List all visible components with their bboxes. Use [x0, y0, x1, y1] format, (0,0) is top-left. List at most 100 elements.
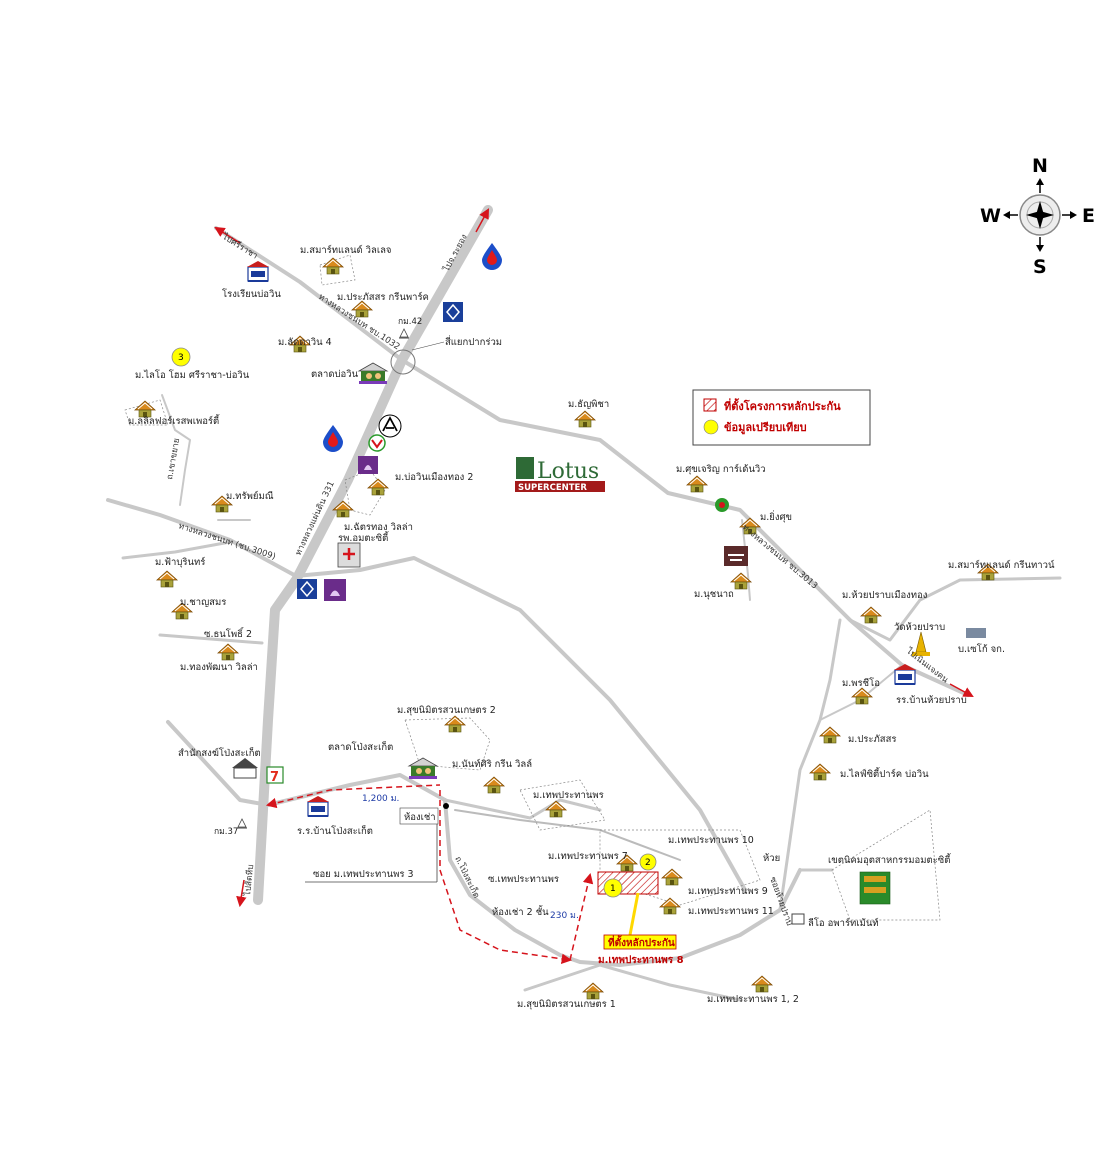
comparable-3: 3: [171, 347, 191, 367]
svg-text:ห้องเช่า 2 ชั้น: ห้องเช่า 2 ชั้น: [492, 905, 549, 918]
comparable-2: 2: [639, 853, 657, 871]
school-icon: [306, 795, 330, 817]
svg-text:ม.เทพประทานพร 1, 2: ม.เทพประทานพร 1, 2: [707, 994, 799, 1005]
road-end-arrows: [214, 208, 974, 908]
svg-text:ม.สมาร์ทแลนด์ กรีนทาวน์: ม.สมาร์ทแลนด์ กรีนทาวน์: [948, 559, 1055, 571]
house-icon: [134, 400, 156, 418]
svg-text:ม.เทพประทานพร: ม.เทพประทานพร: [533, 790, 604, 801]
svg-text:ม.พรชีโอ: ม.พรชีโอ: [842, 677, 880, 689]
road-label-sriracha: ไปศรีราชา: [220, 231, 260, 262]
svg-text:ม.เทพประทานพร 9: ม.เทพประทานพร 9: [688, 886, 768, 897]
site-callout-line1: ที่ตั้งหลักประกัน: [608, 935, 675, 949]
house-icon: [686, 475, 708, 493]
lotus-supercenter-logo: Lotus SUPERCENTER: [515, 455, 605, 493]
compass-rose: [1003, 178, 1077, 252]
road-network: [106, 205, 1062, 1002]
svg-text:ม.สุขนิมิตรสวนเกษตร 2: ม.สุขนิมิตรสวนเกษตร 2: [397, 705, 496, 716]
svg-text:ร.ร.บ้านโป่งสะเก็ต: ร.ร.บ้านโป่งสะเก็ต: [297, 824, 373, 837]
svg-text:รพ.อมตะซิตี้: รพ.อมตะซิตี้: [338, 531, 389, 544]
svg-text:ม.ประภัสสร กรีนพาร์ค: ม.ประภัสสร กรีนพาร์ค: [337, 291, 429, 303]
svg-text:ม.ฟ้าบุรินทร์: ม.ฟ้าบุรินทร์: [155, 556, 205, 568]
other-icons: 7: [232, 414, 986, 925]
road-1032: [214, 226, 970, 697]
house-icon: [367, 478, 389, 496]
compass-north: N: [1032, 155, 1048, 177]
house-icon: [483, 776, 505, 794]
school-icon: [246, 260, 270, 282]
svg-text:ม.ห้วยปราบเมืองทอง: ม.ห้วยปราบเมืองทอง: [842, 590, 927, 601]
svg-text:รร.บ้านห้วยปราบ: รร.บ้านห้วยปราบ: [896, 695, 967, 706]
svg-text:ม.สมาร์ทแลนด์ วิลเลจ: ม.สมาร์ทแลนด์ วิลเลจ: [300, 244, 391, 256]
svg-text:ม.ไลฟ์ซิตี้ปาร์ค บ่อวิน: ม.ไลฟ์ซิตี้ปาร์ค บ่อวิน: [840, 767, 929, 780]
km42-label: กม.42: [398, 317, 422, 327]
svg-text:ม.ประภัสสร: ม.ประภัสสร: [848, 734, 896, 745]
house-icon: [819, 726, 841, 744]
svg-text:ม.เทพประทานพร 10: ม.เทพประทานพร 10: [668, 835, 754, 846]
svg-text:สำนักสงฆ์โป่งสะเก็ต: สำนักสงฆ์โป่งสะเก็ต: [178, 746, 261, 759]
house-icon: [156, 570, 178, 588]
svg-text:ม.ลลิลฟอร์เรสพเพอร์ตี้: ม.ลลิลฟอร์เรสพเพอร์ตี้: [128, 414, 220, 427]
svg-text:ม.ไลโอ โฮม ศรีราชา-บ่อวิน: ม.ไลโอ โฮม ศรีราชา-บ่อวิน: [135, 369, 250, 381]
house-icon: [751, 975, 773, 993]
svg-text:วัดห้วยปราบ: วัดห้วยปราบ: [894, 622, 945, 633]
svg-text:ม.ยิ่งศุข: ม.ยิ่งศุข: [760, 510, 792, 523]
svg-text:ม.ทองพัฒนา วิลล่า: ม.ทองพัฒนา วิลล่า: [180, 662, 258, 673]
house-icon: [322, 257, 344, 275]
svg-text:เขตนิคมอุตสาหกรรมอมตะซิตี้: เขตนิคมอุตสาหกรรมอมตะซิตี้: [828, 853, 951, 866]
ptt-icon: [323, 425, 343, 452]
house-icon: [217, 643, 239, 661]
distance-1200: 1,200 ม.: [362, 794, 399, 804]
svg-text:ซอย ม.เทพประทานพร 3: ซอย ม.เทพประทานพร 3: [313, 869, 414, 880]
svg-text:Lotus: Lotus: [537, 459, 599, 484]
km37-label: กม.37: [214, 827, 238, 837]
house-icon: [661, 868, 683, 886]
svg-text:ห้องเช่า: ห้องเช่า: [404, 812, 436, 823]
house-icon: [659, 897, 681, 915]
svg-text:ม.ธัญพิชา: ม.ธัญพิชา: [568, 399, 609, 410]
comparable-1: 1: [603, 878, 623, 898]
svg-text:ซ.ธนโพธิ์ 2: ซ.ธนโพธิ์ 2: [204, 626, 252, 640]
compass-west: W: [980, 205, 1001, 227]
road-label-3013: ทางหลวงชนบท ชบ.3013: [740, 523, 819, 592]
svg-text:บ.เซโก้ จก.: บ.เซโก้ จก.: [958, 643, 1005, 655]
market-icon: [358, 362, 388, 385]
svg-text:ตลาดโป่งสะเก็ต: ตลาดโป่งสะเก็ต: [328, 740, 393, 753]
distance-230: 230 ม.: [550, 911, 579, 921]
legend-comparable-label: ข้อมูลเปรียบเทียบ: [724, 421, 807, 435]
svg-text:ม.ชาญสมร: ม.ชาญสมร: [180, 597, 226, 608]
legend-comparable-swatch: [703, 419, 719, 435]
legend-site-swatch: [703, 398, 717, 412]
svg-text:ม.ฉัตรทอง วิลล่า: ม.ฉัตรทอง วิลล่า: [344, 522, 413, 533]
route-lines: [265, 784, 594, 965]
svg-text:ม.บ่อวินเมืองทอง 2: ม.บ่อวินเมืองทอง 2: [395, 472, 473, 483]
svg-text:ม.นันท์ศิริ กรีน วิลล์: ม.นันท์ศิริ กรีน วิลล์: [452, 758, 532, 770]
svg-text:ตลาดบ่อวิน: ตลาดบ่อวิน: [311, 369, 359, 380]
intersection-circle: [390, 349, 416, 375]
house-icon: [809, 763, 831, 781]
road-labels: ไปศรีราชา ทางหลวงชนบท ชบ.1032 ไปจ.ระยอง …: [165, 231, 951, 928]
svg-text:ม.เทพประทานพร 7: ม.เทพประทานพร 7: [548, 851, 628, 862]
compass-south: S: [1033, 256, 1047, 278]
svg-text:7: 7: [270, 770, 279, 785]
place-labels: ม.สมาร์ทแลนด์ วิลเลจ โรงเรียนบ่อวิน ม.ปร…: [128, 244, 1055, 1010]
house-icon: [574, 410, 596, 428]
road-pong-saket: [166, 720, 447, 807]
svg-text:ม.เทพประทานพร 11: ม.เทพประทานพร 11: [688, 906, 774, 917]
ptt-icon: [482, 243, 502, 270]
pin-icon: [398, 328, 410, 339]
market-icon: [408, 757, 438, 780]
svg-text:ม.ทรัพย์มณี: ม.ทรัพย์มณี: [226, 490, 274, 502]
road-3009: [106, 498, 747, 892]
site-callout-line2: ม.เทพประทานพร 8: [598, 954, 684, 966]
road-label-huaiprap: ซอยห้วยปราบ: [767, 875, 795, 927]
legend-site-label: ที่ตั้งโครงการหลักประกัน: [724, 398, 841, 413]
svg-text:โรงเรียนบ่อวิน: โรงเรียนบ่อวิน: [222, 288, 281, 300]
svg-text:สี่แยกปากร่วม: สี่แยกปากร่วม: [445, 335, 502, 348]
bank-icon: [296, 578, 318, 600]
svg-text:ซ.เทพประทานพร: ซ.เทพประทานพร: [488, 874, 559, 885]
legend: ที่ตั้งโครงการหลักประกัน ข้อมูลเปรียบเที…: [692, 389, 871, 446]
house-icon: [545, 800, 567, 818]
svg-text:3: 3: [178, 353, 184, 363]
pin-icon: [236, 818, 248, 829]
